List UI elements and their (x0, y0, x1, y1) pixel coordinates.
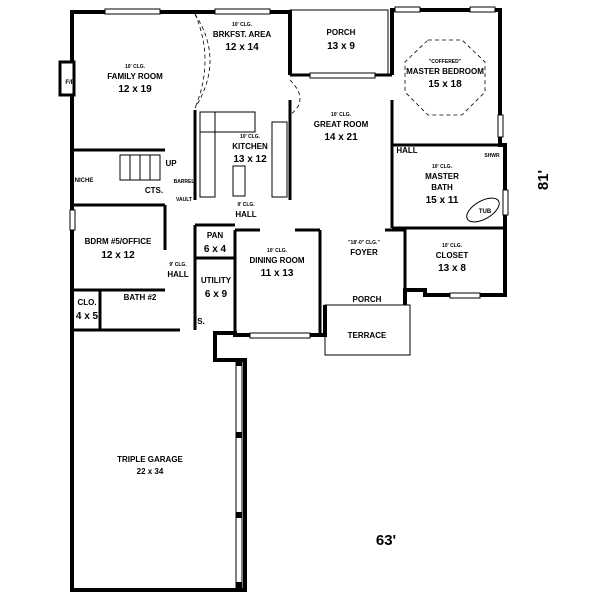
room-rear-porch: PORCH 13 x 9 (327, 28, 356, 52)
room-kitchen: 10' CLG. KITCHEN 13 x 12 (232, 134, 268, 165)
coffered-ceiling (404, 39, 486, 116)
svg-text:10' CLG.: 10' CLG. (432, 164, 453, 170)
svg-text:BATH: BATH (431, 183, 453, 192)
svg-text:22 x 34: 22 x 34 (137, 467, 164, 476)
tub-label: TUB (479, 209, 492, 215)
svg-text:UTILITY: UTILITY (201, 276, 232, 285)
svg-text:6 x 4: 6 x 4 (204, 244, 227, 255)
fireplace-label: F/P (65, 80, 74, 86)
hall-master: HALL (396, 146, 417, 155)
room-front-porch: PORCH (353, 295, 382, 304)
cts-label: CTS. (145, 186, 163, 195)
room-great: 10' CLG. GREAT ROOM 14 x 21 (314, 112, 369, 143)
fireplace (58, 60, 76, 97)
svg-text:GREAT ROOM: GREAT ROOM (314, 120, 369, 129)
svg-text:HALL: HALL (235, 210, 256, 219)
room-closet-small: CLO. 4 x 5 (76, 298, 99, 322)
stairs (119, 154, 161, 181)
room-garage: TRIPLE GARAGE 22 x 34 (117, 455, 183, 476)
room-terrace: TERRACE (348, 331, 387, 340)
svg-text:9' CLG.: 9' CLG. (237, 202, 255, 208)
svg-text:CLO.: CLO. (77, 298, 96, 307)
svg-text:BDRM #5/OFFICE: BDRM #5/OFFICE (85, 237, 152, 246)
room-foyer: "18'-0" CLG." FOYER (348, 240, 380, 257)
room-bdrm5: BDRM #5/OFFICE 12 x 12 (85, 237, 152, 261)
svg-text:10' CLG.: 10' CLG. (240, 134, 261, 140)
tub (466, 197, 500, 223)
svg-text:FOYER: FOYER (350, 248, 378, 257)
terrace-outline (324, 304, 411, 356)
svg-text:10' CLG.: 10' CLG. (331, 112, 352, 118)
room-utility: UTILITY 6 x 9 (201, 276, 232, 300)
svg-text:9' CLG.: 9' CLG. (169, 262, 187, 268)
svg-text:12 x 12: 12 x 12 (101, 250, 135, 261)
vault-label: VAULT (176, 197, 192, 203)
svg-text:MASTER: MASTER (425, 172, 459, 181)
room-hall-upper: 9' CLG. HALL (235, 202, 256, 219)
kitchen-counter-right (271, 121, 288, 198)
svg-text:PORCH: PORCH (327, 28, 356, 37)
room-bath2: BATH #2 (124, 293, 157, 302)
room-master-bath: 10' CLG. MASTER BATH 15 x 11 (425, 164, 459, 206)
svg-text:"18'-0" CLG.": "18'-0" CLG." (348, 240, 380, 246)
room-hall-side: 9' CLG. HALL (167, 262, 188, 279)
garage-columns (235, 360, 243, 589)
svg-text:"COFFERED": "COFFERED" (429, 59, 462, 65)
svg-text:13 x 8: 13 x 8 (438, 263, 466, 274)
svg-text:10' CLG.: 10' CLG. (442, 243, 463, 249)
svg-text:6 x 9: 6 x 9 (205, 289, 228, 300)
svg-text:BRKFST. AREA: BRKFST. AREA (213, 30, 272, 39)
svg-text:10' CLG.: 10' CLG. (267, 248, 288, 254)
room-family: 10' CLG. FAMILY ROOM 12 x 19 (107, 64, 163, 95)
svg-text:14 x 21: 14 x 21 (324, 132, 358, 143)
door-swing (289, 79, 301, 116)
depth-dimension: 81' (535, 170, 552, 190)
svg-text:PAN: PAN (207, 231, 224, 240)
width-dimension: 63' (376, 532, 396, 549)
svg-text:HALL: HALL (167, 270, 188, 279)
svg-text:15 x 18: 15 x 18 (428, 79, 462, 90)
svg-text:11 x 13: 11 x 13 (261, 268, 294, 279)
niche-label: NICHE (75, 178, 94, 184)
kitchen-island (232, 165, 246, 197)
svg-text:13 x 12: 13 x 12 (233, 154, 267, 165)
svg-text:15 x 11: 15 x 11 (426, 195, 459, 206)
kitchen-sink-counter (199, 111, 256, 133)
svg-text:FAMILY ROOM: FAMILY ROOM (107, 72, 163, 81)
svg-text:KITCHEN: KITCHEN (232, 142, 268, 151)
room-master-bedroom: "COFFERED" MASTER BEDROOM 15 x 18 (406, 59, 484, 90)
svg-text:10' CLG.: 10' CLG. (232, 22, 253, 28)
svg-text:10' CLG.: 10' CLG. (125, 64, 146, 70)
svg-text:12 x 19: 12 x 19 (118, 84, 152, 95)
room-pantry: PAN 6 x 4 (204, 231, 227, 255)
svg-text:4 x 5: 4 x 5 (76, 311, 99, 322)
pocket-door-arc (194, 13, 206, 109)
svg-text:TRIPLE GARAGE: TRIPLE GARAGE (117, 455, 183, 464)
room-breakfast: 10' CLG. BRKFST. AREA 12 x 14 (213, 22, 272, 53)
storage-label: S. (197, 317, 205, 326)
barrel-label: BARREL (174, 179, 195, 185)
svg-text:12 x 14: 12 x 14 (225, 42, 259, 53)
svg-text:13 x 9: 13 x 9 (327, 41, 355, 52)
kitchen-counter (199, 111, 216, 198)
svg-text:DINING ROOM: DINING ROOM (249, 256, 304, 265)
room-closet: 10' CLG. CLOSET 13 x 8 (436, 243, 469, 274)
interior-walls (72, 73, 505, 335)
svg-text:CLOSET: CLOSET (436, 251, 469, 260)
room-dining: 10' CLG. DINING ROOM 11 x 13 (249, 248, 304, 279)
stairs-up-label: UP (165, 159, 177, 168)
svg-text:MASTER BEDROOM: MASTER BEDROOM (406, 67, 484, 76)
windows (69, 6, 509, 339)
shower-label: SHWR (484, 153, 500, 159)
